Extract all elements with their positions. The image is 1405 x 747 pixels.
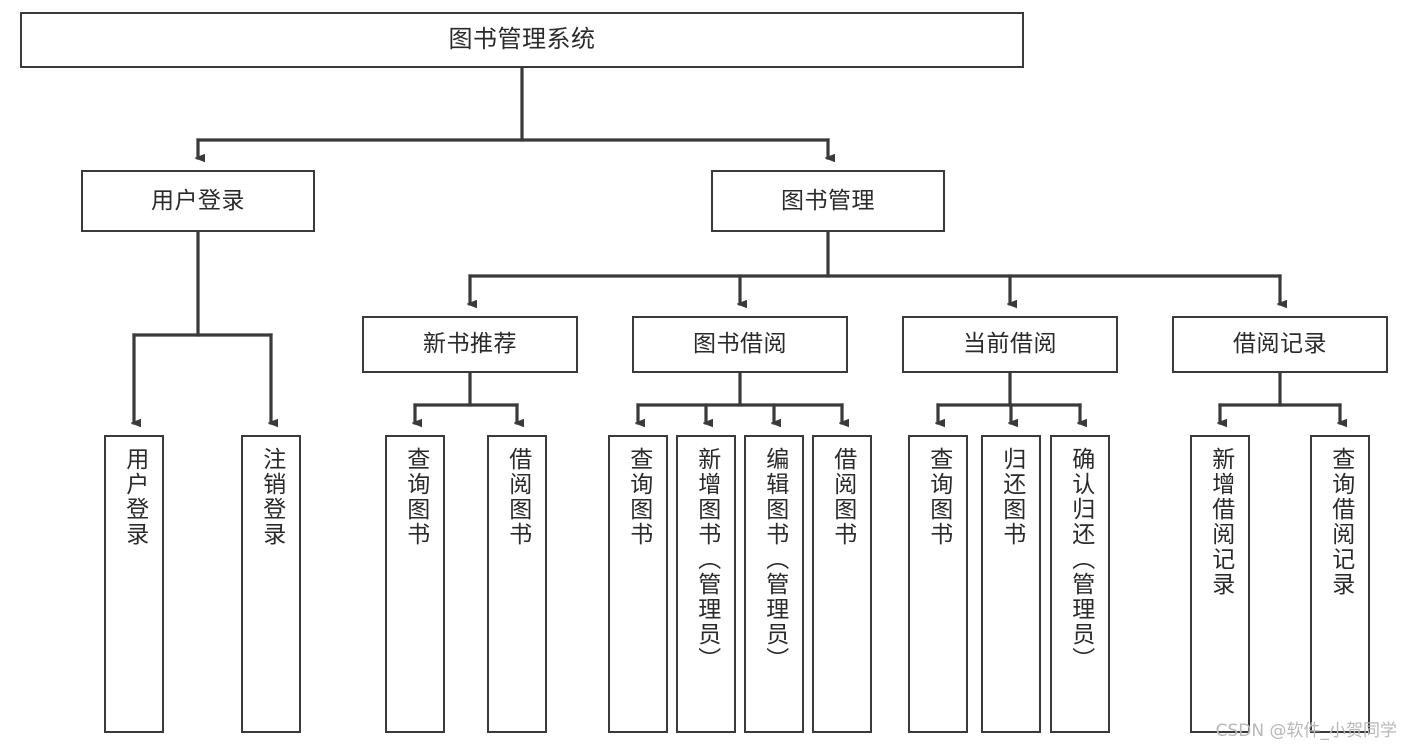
node-label: 查询图书 xyxy=(402,447,429,547)
node-leaf-user-login[interactable]: 用户登录 xyxy=(104,435,164,733)
node-borrow-record[interactable]: 借阅记录 xyxy=(1172,316,1388,373)
node-user-login[interactable]: 用户登录 xyxy=(81,170,315,232)
node-leaf-query-book-2[interactable]: 查询图书 xyxy=(608,435,668,733)
node-label: 借阅图书 xyxy=(829,447,856,547)
node-leaf-return-book[interactable]: 归还图书 xyxy=(981,435,1041,733)
node-book-borrow[interactable]: 图书借阅 xyxy=(632,316,848,373)
node-label: 当前借阅 xyxy=(963,331,1057,358)
node-leaf-confirm-return[interactable]: 确认归还（管理员） xyxy=(1050,435,1110,733)
node-label: 用户登录 xyxy=(151,187,245,214)
node-current-borrow[interactable]: 当前借阅 xyxy=(902,316,1118,373)
node-label: 图书借阅 xyxy=(693,331,787,358)
node-label: 注销登录 xyxy=(258,447,285,547)
node-label: 查询图书 xyxy=(625,447,652,547)
node-leaf-edit-book[interactable]: 编辑图书（管理员） xyxy=(744,435,804,733)
node-label: 查询借阅记录 xyxy=(1327,447,1354,597)
node-label: 借阅记录 xyxy=(1233,331,1327,358)
node-label: 确认归还（管理员） xyxy=(1067,447,1094,672)
node-label: 用户登录 xyxy=(121,447,148,547)
node-leaf-borrow-book-1[interactable]: 借阅图书 xyxy=(487,435,547,733)
node-leaf-query-book-1[interactable]: 查询图书 xyxy=(385,435,445,733)
node-label: 新增借阅记录 xyxy=(1207,447,1234,597)
node-leaf-add-record[interactable]: 新增借阅记录 xyxy=(1190,435,1250,733)
node-label: 编辑图书（管理员） xyxy=(761,447,788,672)
node-new-book-recommend[interactable]: 新书推荐 xyxy=(362,316,578,373)
node-label: 借阅图书 xyxy=(504,447,531,547)
node-label: 查询图书 xyxy=(925,447,952,547)
csdn-watermark: CSDN @软件_小贺同学 xyxy=(1215,721,1397,741)
node-leaf-query-book-3[interactable]: 查询图书 xyxy=(908,435,968,733)
node-leaf-add-book[interactable]: 新增图书（管理员） xyxy=(676,435,736,733)
node-root-system[interactable]: 图书管理系统 xyxy=(20,12,1024,68)
node-label: 新增图书（管理员） xyxy=(693,447,720,672)
node-label: 归还图书 xyxy=(998,447,1025,547)
node-leaf-logout[interactable]: 注销登录 xyxy=(241,435,301,733)
node-book-manage[interactable]: 图书管理 xyxy=(711,170,945,232)
node-label: 图书管理 xyxy=(781,187,875,214)
node-leaf-query-record[interactable]: 查询借阅记录 xyxy=(1310,435,1370,733)
node-label: 图书管理系统 xyxy=(448,25,596,54)
node-leaf-borrow-book-2[interactable]: 借阅图书 xyxy=(812,435,872,733)
node-label: 新书推荐 xyxy=(423,331,517,358)
